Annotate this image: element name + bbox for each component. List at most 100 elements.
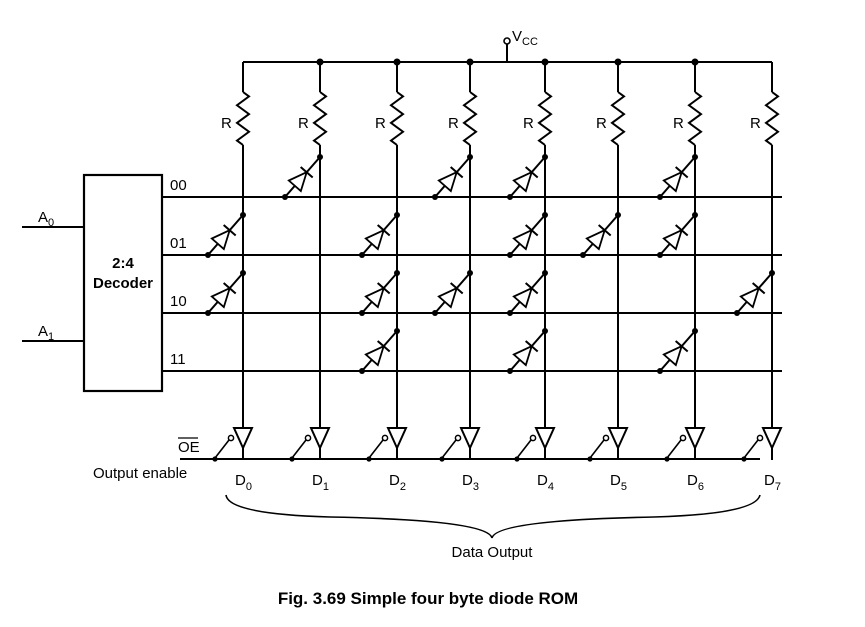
diode-triangle: [662, 344, 684, 367]
oe-label: OE: [178, 439, 200, 456]
enable-wire: [589, 439, 605, 459]
rail-junction-dot: [316, 58, 324, 66]
enable-bubble: [381, 434, 389, 442]
rail-junction-dot: [466, 58, 474, 66]
enable-wire: [743, 439, 759, 459]
figure-caption: Fig. 3.69 Simple four byte diode ROM: [278, 589, 578, 608]
diode-r2-c0: [205, 270, 246, 316]
diode-triangle: [437, 170, 459, 193]
diode-bar: [449, 166, 464, 179]
resistor-label: R: [750, 115, 761, 132]
tristate-buffer: [386, 427, 408, 451]
diode-bar: [674, 340, 689, 353]
diode-bar: [524, 282, 539, 295]
output-brace: [225, 494, 761, 539]
diode-r3-c4: [507, 328, 548, 374]
diode-triangle: [364, 286, 386, 309]
enable-bubble: [304, 434, 312, 442]
column-d7: RD7: [741, 62, 783, 493]
enable-junction-dot: [366, 456, 372, 462]
diode-triangle: [512, 170, 534, 193]
diode-bar: [222, 224, 237, 237]
word-line-label-00: 00: [170, 177, 187, 194]
rail-junction-dot: [541, 58, 549, 66]
column-d3: RD3: [439, 58, 481, 493]
pullup-resistor: [764, 91, 780, 146]
output-label-d5: D5: [610, 472, 627, 493]
enable-bubble: [756, 434, 764, 442]
vcc-label: VCC: [512, 28, 538, 48]
diode-triangle: [739, 286, 761, 309]
enable-bubble: [454, 434, 462, 442]
diode-r3-c6: [657, 328, 698, 374]
tristate-buffer: [607, 427, 629, 451]
enable-junction-dot: [664, 456, 670, 462]
wiring: [22, 37, 772, 539]
enable-bubble: [227, 434, 235, 442]
column-d5: R D5: [587, 58, 629, 493]
diode-triangle: [512, 286, 534, 309]
diode-r1-c0: [205, 212, 246, 258]
enable-wire: [214, 439, 230, 459]
column-d6: RD6: [664, 58, 706, 493]
diode-r0-c6: [657, 154, 698, 200]
column-d0: RD0: [212, 62, 254, 493]
diode-bar: [524, 224, 539, 237]
pullup-resistor: [462, 91, 478, 146]
word-line-label-11: 11: [170, 351, 186, 368]
diode-bar: [524, 166, 539, 179]
diode-r3-c2: [359, 328, 400, 374]
diode-r1-c6: [657, 212, 698, 258]
diode-triangle: [585, 228, 607, 251]
vcc-terminal: [503, 37, 511, 45]
diode-r2-c3: [432, 270, 473, 316]
input-a1-label: A1: [38, 323, 54, 343]
diode-bar: [449, 282, 464, 295]
diode-triangle: [662, 228, 684, 251]
pullup-resistor: [610, 91, 626, 146]
resistor-label: R: [375, 115, 386, 132]
diode-triangle: [662, 170, 684, 193]
pullup-resistor: [389, 91, 405, 146]
tristate-buffer: [232, 427, 254, 451]
column-d1: RD1: [289, 58, 331, 493]
tristate-buffer: [309, 427, 331, 451]
pullup-resistor: [312, 91, 328, 146]
diode-r1-c2: [359, 212, 400, 258]
output-label-d6: D6: [687, 472, 704, 493]
diode-triangle: [512, 228, 534, 251]
resistor-label: R: [298, 115, 309, 132]
diode-bar: [751, 282, 766, 295]
word-line-label-01: 01: [170, 235, 187, 252]
decoder-title-1: 2:4: [112, 255, 134, 272]
tristate-buffer: [684, 427, 706, 451]
diode-r2-c4: [507, 270, 548, 316]
diode-bar: [376, 224, 391, 237]
decoder-title-2: Decoder: [93, 275, 153, 292]
column-d2: R D2: [366, 58, 408, 493]
diode-triangle: [210, 228, 232, 251]
enable-wire: [516, 439, 532, 459]
enable-bubble: [602, 434, 610, 442]
resistor-label: R: [596, 115, 607, 132]
tristate-buffer: [761, 427, 783, 451]
enable-junction-dot: [587, 456, 593, 462]
resistor-label: R: [221, 115, 232, 132]
enable-bubble: [679, 434, 687, 442]
rail-junction-dot: [393, 58, 401, 66]
output-label-d4: D4: [537, 472, 554, 493]
diode-triangle: [437, 286, 459, 309]
diode-r1-c4: [507, 212, 548, 258]
enable-junction-dot: [439, 456, 445, 462]
resistor-label: R: [448, 115, 459, 132]
output-label-d2: D2: [389, 472, 406, 493]
rail-junction-dot: [614, 58, 622, 66]
pullup-resistor: [235, 91, 251, 146]
diode-bar: [376, 340, 391, 353]
tristate-buffer: [459, 427, 481, 451]
diode-r1-c5: [580, 212, 621, 258]
resistor-label: R: [523, 115, 534, 132]
diode-bar: [674, 224, 689, 237]
